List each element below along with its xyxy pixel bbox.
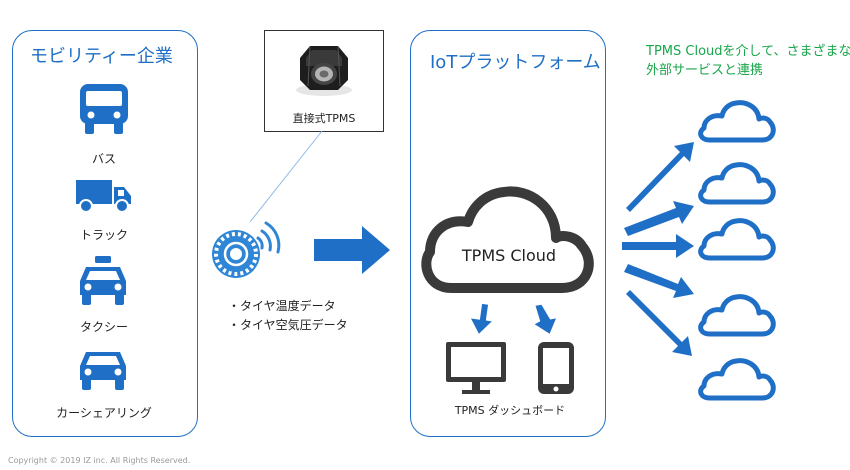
tpms-cloud-icon <box>421 186 594 293</box>
sensor-bullet-temperature: ・タイヤ温度データ <box>228 299 336 313</box>
platform-title: IoTプラットフォーム <box>430 52 601 73</box>
truck-label: トラック <box>79 228 128 242</box>
car-label: カーシェアリング <box>56 406 152 420</box>
arrow-to-cloud-2 <box>624 201 694 236</box>
bus-icon <box>80 84 128 134</box>
external-cloud-4-icon <box>698 294 776 337</box>
fanout-arrows <box>622 142 694 356</box>
cloud-to-monitor-arrow <box>470 303 492 334</box>
dashboard-label: TPMS ダッシュボード <box>454 404 566 417</box>
tpms-sensor-image <box>296 45 352 96</box>
arrow-to-cloud-4 <box>624 264 694 298</box>
arrow-to-cloud-5 <box>626 290 692 356</box>
external-note-line1: TPMS Cloudを介して、さまざまな <box>646 44 850 59</box>
cloud-to-phone-arrow <box>534 304 557 334</box>
external-services-note: TPMS Cloudを介して、さまざまな 外部サービスと連携 <box>646 42 850 80</box>
data-flow-arrow <box>314 226 390 274</box>
external-note-line2: 外部サービスと連携 <box>646 63 764 78</box>
car-icon <box>80 352 126 390</box>
bus-label: バス <box>91 152 116 166</box>
external-cloud-1-icon <box>698 100 776 143</box>
arrow-to-cloud-3 <box>622 234 694 258</box>
smartphone-icon <box>538 342 574 394</box>
tire-sensor-icon <box>212 221 281 278</box>
monitor-icon <box>446 342 506 394</box>
sensor-data-list: ・タイヤ温度データ ・タイヤ空気圧データ <box>228 297 348 335</box>
tpms-cloud-label: TPMS Cloud <box>461 246 557 265</box>
sensor-bullet-pressure: ・タイヤ空気圧データ <box>228 318 348 332</box>
truck-icon <box>76 180 131 213</box>
arrow-to-cloud-1 <box>626 142 694 212</box>
taxi-icon <box>80 256 126 305</box>
external-cloud-2-icon <box>698 162 776 205</box>
sensor-photo-caption: 直接式TPMS <box>292 112 356 125</box>
external-cloud-5-icon <box>698 358 776 401</box>
taxi-label: タクシー <box>79 320 128 334</box>
mobility-title: モビリティー企業 <box>30 46 173 67</box>
external-cloud-3-icon <box>698 218 776 261</box>
copyright-text: Copyright © 2019 IZ inc. All Rights Rese… <box>8 456 191 465</box>
